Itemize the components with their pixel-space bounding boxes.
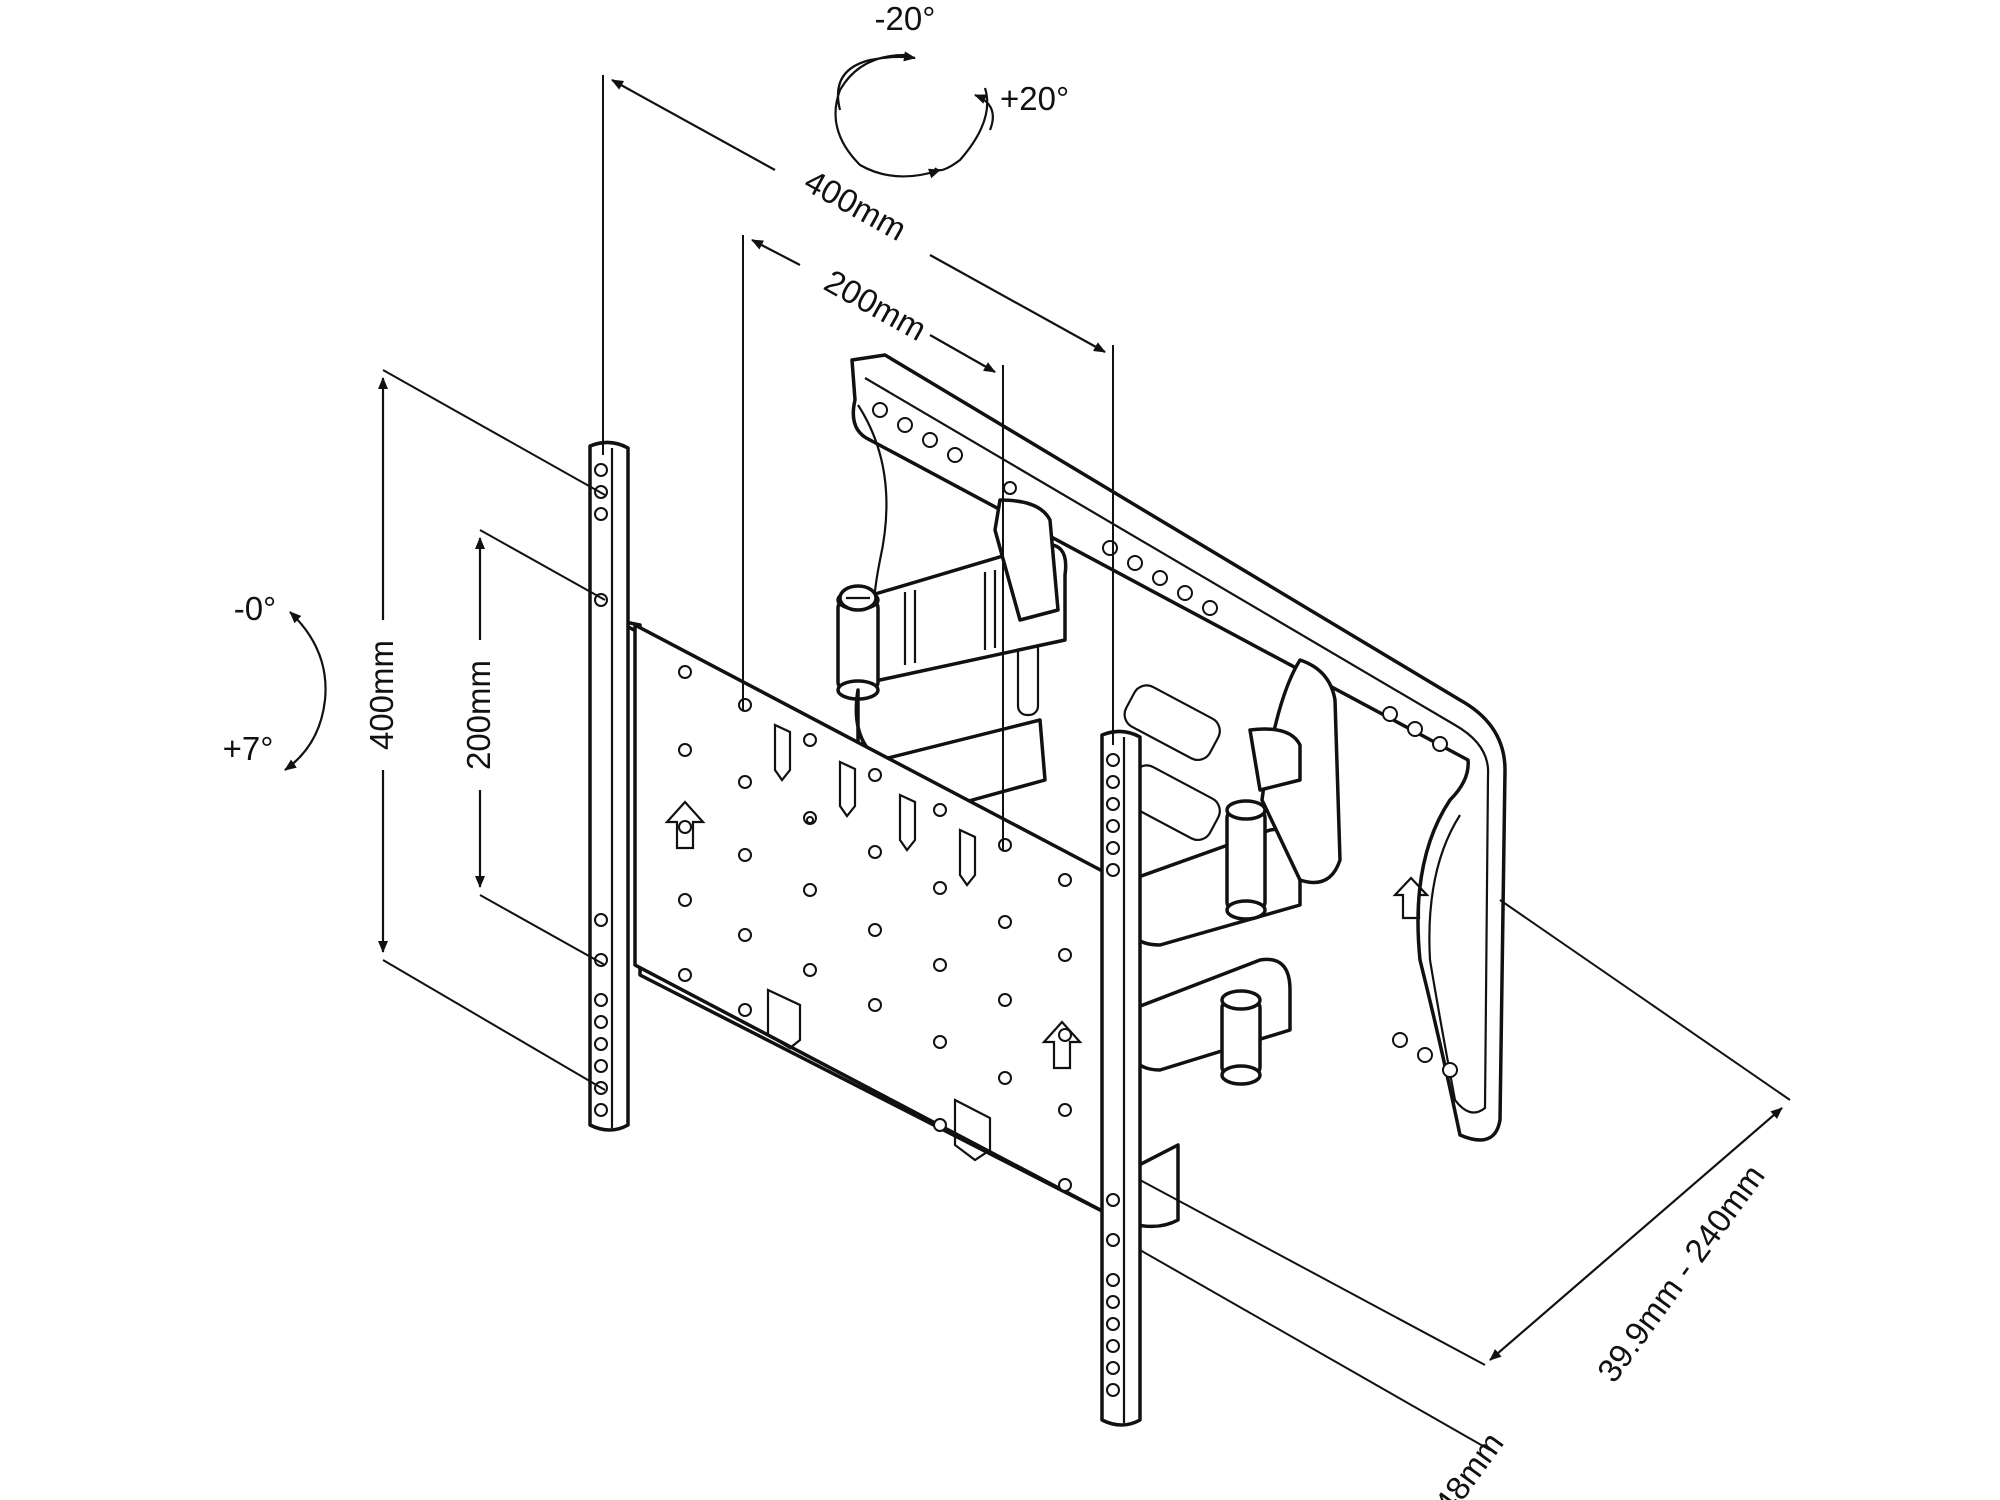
- articulating-arms: [836, 498, 1342, 1086]
- swivel-indicator: -20° +20°: [834, 0, 1069, 179]
- tilt-indicator: -0° +7°: [223, 590, 327, 771]
- dimension-label-min-depth: 48mm: [1427, 1425, 1511, 1500]
- tilt-label-plus: +7°: [223, 730, 274, 767]
- dimension-label-vertical-200: 200mm: [460, 660, 497, 770]
- dimension-label-horizontal-400: 400mm: [798, 162, 912, 248]
- dimension-label-depth-range: 39.9mm - 240mm: [1590, 1158, 1772, 1389]
- swivel-label-minus: -20°: [875, 0, 936, 37]
- left-vertical-bracket: [588, 440, 630, 1132]
- tv-plate: [613, 618, 1180, 1229]
- swivel-label-plus: +20°: [1000, 80, 1069, 117]
- dimension-label-vertical-400: 400mm: [363, 640, 400, 750]
- right-vertical-bracket: [1100, 729, 1142, 1427]
- dimension-vertical-inner: 200mm: [460, 529, 606, 966]
- tilt-label-minus: -0°: [234, 590, 277, 627]
- dimension-label-horizontal-200: 200mm: [818, 262, 932, 348]
- dimension-min-depth: 48mm: [1139, 1249, 1511, 1500]
- wall-plate-holes: [872, 402, 1458, 1078]
- dimension-vertical-outer: 400mm: [363, 369, 606, 1091]
- wall-plate: [850, 353, 1507, 1142]
- tv-plate-holes: [678, 665, 1072, 1192]
